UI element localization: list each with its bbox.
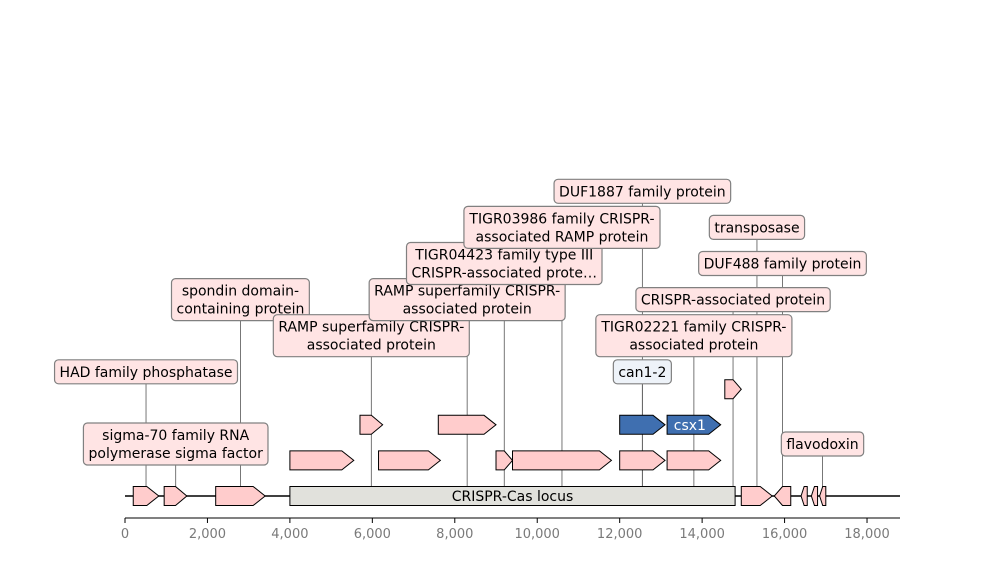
- x-axis-tick-label: 12,000: [597, 527, 643, 542]
- gene-arrow: [810, 486, 819, 506]
- gene-arrow: [289, 450, 355, 471]
- crispr-cas-locus-label: CRISPR-Cas locus: [452, 489, 574, 505]
- gene-arrow: [773, 486, 792, 506]
- gene-annotation-label: HAD family phosphatase: [53, 359, 239, 385]
- gene-label-text: RAMP superfamily CRISPR-associated prote…: [278, 320, 464, 354]
- x-axis-tick-label: 10,000: [514, 527, 560, 542]
- gene-annotation-label: transposase: [708, 214, 806, 240]
- gene-arrow: [359, 414, 384, 435]
- gene-arrow: [378, 450, 442, 471]
- gene-arrow: [512, 450, 613, 471]
- gene-arrow: [740, 486, 774, 506]
- x-axis-tick-label: 16,000: [762, 527, 808, 542]
- x-axis-tick-label: 0: [121, 527, 129, 542]
- gene-inline-label: csx1: [674, 418, 706, 434]
- gene-label-text: can1-2: [618, 365, 666, 381]
- gene-arrow: [819, 486, 827, 506]
- gene-label-box: [170, 278, 310, 322]
- gene-label-box: [635, 287, 831, 313]
- gene-arrow: [132, 486, 160, 506]
- gene-annotation-label: can1-2: [612, 359, 672, 385]
- x-axis-tick-label: 4,000: [271, 527, 308, 542]
- gene-annotation-label: DUF1887 family protein: [553, 178, 732, 204]
- x-axis-tick-label: 8,000: [436, 527, 473, 542]
- x-axis-tick-label: 6,000: [354, 527, 391, 542]
- gene-label-box: [612, 359, 672, 385]
- x-axis-tick-label: 14,000: [679, 527, 725, 542]
- gene-arrow: [724, 379, 742, 400]
- gene-annotation-label: spondin domain-containing protein: [170, 278, 310, 322]
- gene-label-text: RAMP superfamily CRISPR-associated prote…: [374, 284, 560, 318]
- gene-arrow: [800, 486, 808, 506]
- gene-arrow: [437, 414, 497, 435]
- gene-label-box: [82, 422, 269, 466]
- gene-label-box: [463, 205, 661, 249]
- gene-arrow: [495, 450, 514, 471]
- gene-label-box: [53, 359, 239, 385]
- gene-arrow: [163, 486, 188, 506]
- gene-annotation-label: RAMP superfamily CRISPR-associated prote…: [368, 278, 566, 322]
- gene-label-text: TIGR02221 family CRISPR-associated prote…: [600, 320, 786, 354]
- gene-label-text: CRISPR-associated protein: [641, 293, 825, 309]
- gene-annotation-label: flavodoxin: [780, 431, 865, 457]
- gene-label-box: [698, 250, 867, 277]
- gene-label-text: transposase: [714, 220, 799, 236]
- gene-label-text: HAD family phosphatase: [60, 365, 233, 381]
- gene-arrow: [666, 450, 722, 471]
- gene-annotation-label: TIGR03986 family CRISPR-associated RAMP …: [463, 205, 661, 249]
- gene-arrow: [619, 450, 666, 471]
- gene-arrow: [215, 486, 266, 506]
- x-axis-tick-label: 2,000: [189, 527, 226, 542]
- gene-label-text: TIGR03986 family CRISPR-associated RAMP …: [468, 211, 654, 245]
- gene-label-box: [553, 178, 732, 204]
- gene-label-text: DUF1887 family protein: [559, 184, 726, 200]
- gene-arrow: [619, 414, 666, 435]
- gene-label-text: flavodoxin: [786, 437, 858, 453]
- crispr-cas-locus-box: [289, 486, 736, 506]
- gene-label-box: [708, 214, 806, 240]
- gene-annotation-label: TIGR02221 family CRISPR-associated prote…: [595, 314, 793, 358]
- gene-label-text: spondin domain-containing protein: [177, 284, 305, 318]
- gene-annotation-label: DUF488 family protein: [698, 250, 867, 277]
- gene-arrow: [666, 414, 722, 435]
- gene-label-text: DUF488 family protein: [704, 257, 862, 273]
- x-axis-tick-label: 18,000: [844, 527, 890, 542]
- gene-label-box: [595, 314, 793, 358]
- gene-annotation-label: CRISPR-associated protein: [635, 287, 831, 313]
- gene-label-box: [780, 431, 865, 457]
